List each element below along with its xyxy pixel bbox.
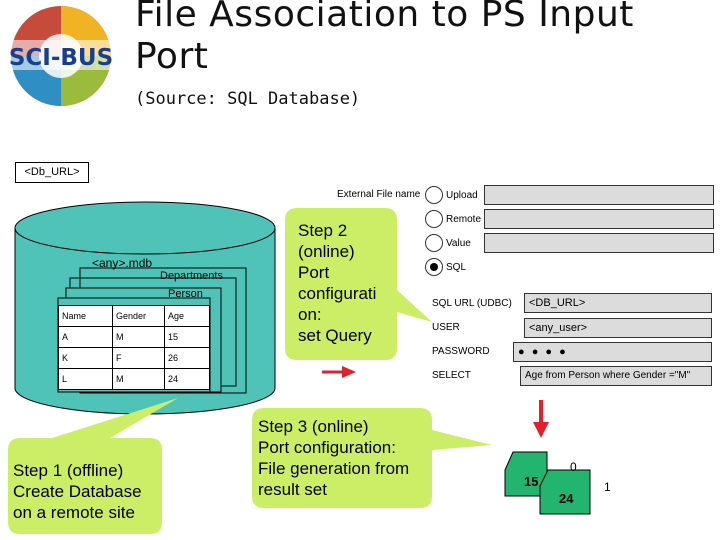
- step2-line: Port: [298, 263, 330, 282]
- step1-line: on a remote site: [13, 503, 135, 522]
- password-label: PASSWORD: [432, 346, 490, 357]
- step3-line: File generation from: [258, 459, 410, 478]
- arrow-right-icon: [322, 366, 356, 378]
- radio-sql[interactable]: [425, 258, 443, 276]
- radio-value-label: Value: [446, 238, 471, 249]
- user-label: USER: [432, 322, 460, 333]
- column-header: Gender: [112, 305, 165, 327]
- step1-line: Step 1 (offline): [13, 461, 124, 480]
- upload-field[interactable]: [484, 185, 714, 205]
- table-cell: A: [58, 326, 113, 348]
- result-value-0: 0: [570, 460, 577, 474]
- person-label: Person: [168, 288, 203, 300]
- arrow-down-icon: [533, 400, 549, 438]
- sql-url-field[interactable]: <DB_URL>: [524, 293, 712, 313]
- radio-sql-label: SQL: [446, 262, 467, 273]
- step1-callout: Step 1 (offline) Create Database on a re…: [13, 460, 142, 523]
- table-cell: M: [112, 368, 165, 390]
- sci-bus-logo: SCI-BUS: [2, 2, 120, 110]
- step3-callout-shape: [252, 408, 492, 508]
- table-cell: 15: [164, 326, 210, 348]
- departments-label: Departments: [160, 270, 223, 282]
- value-field[interactable]: [484, 233, 714, 253]
- table-row: L M 24: [58, 368, 210, 390]
- column-header: Name: [58, 305, 113, 327]
- title-line-1: File Association to PS Input: [135, 0, 634, 35]
- logo-text: SCI-BUS: [9, 45, 113, 71]
- select-label: SELECT: [432, 370, 471, 381]
- step2-line: Step 2: [298, 221, 348, 240]
- step2-line: (online): [298, 242, 355, 261]
- table-row: A M 15: [58, 326, 210, 348]
- radio-upload-label: Upload: [446, 190, 478, 201]
- radio-selected-dot: [430, 263, 438, 271]
- sql-url-label: SQL URL (UDBC): [432, 298, 512, 309]
- title-line-2: Port: [135, 36, 209, 77]
- step3-line: Step 3 (online): [258, 417, 369, 436]
- step3-line: Port configuration:: [258, 438, 396, 457]
- step2-callout-shape: [285, 208, 432, 360]
- step3-callout: Step 3 (online) Port configuration: File…: [258, 416, 409, 500]
- table-cell: 24: [164, 368, 210, 390]
- step1-line: Create Database: [13, 482, 142, 501]
- table-cell: M: [112, 326, 165, 348]
- table-cell: 26: [164, 347, 210, 369]
- external-file-name-label: External File name: [337, 189, 421, 200]
- remote-field[interactable]: [484, 209, 714, 229]
- table-row: K F 26: [58, 347, 210, 369]
- db-file-label: <any>.mdb: [92, 256, 153, 270]
- result-value-24: 24: [559, 491, 574, 506]
- user-field[interactable]: <any_user>: [524, 318, 712, 338]
- result-files: [504, 451, 591, 515]
- radio-upload[interactable]: [425, 186, 443, 204]
- radio-remote[interactable]: [425, 210, 443, 228]
- table-cell: K: [58, 347, 113, 369]
- step2-line: on:: [298, 305, 322, 324]
- page-title: File Association to PS Input Port: [135, 0, 634, 78]
- result-value-1: 1: [604, 480, 611, 494]
- table-header-row: Name Gender Age: [58, 305, 210, 327]
- step3-line: result set: [258, 480, 327, 499]
- person-table: Name Gender Age A M 15 K F 26 L M 24: [58, 305, 210, 390]
- column-header: Age: [164, 305, 210, 327]
- table-cell: F: [112, 347, 165, 369]
- select-field[interactable]: Age from Person where Gender ="M": [520, 366, 712, 386]
- radio-remote-label: Remote: [446, 214, 482, 225]
- result-value-15: 15: [524, 474, 539, 489]
- radio-value[interactable]: [425, 234, 443, 252]
- step1-callout-shape: [8, 398, 178, 534]
- table-cell: L: [58, 368, 113, 390]
- step2-callout: Step 2 (online) Port configurati on: set…: [298, 220, 376, 346]
- password-field[interactable]: ● ● ● ●: [513, 342, 712, 362]
- step2-line: set Query: [298, 326, 372, 345]
- page-subtitle: (Source: SQL Database): [135, 89, 361, 109]
- step2-line: configurati: [298, 284, 377, 303]
- db-url-label: <Db_URL>: [15, 162, 89, 183]
